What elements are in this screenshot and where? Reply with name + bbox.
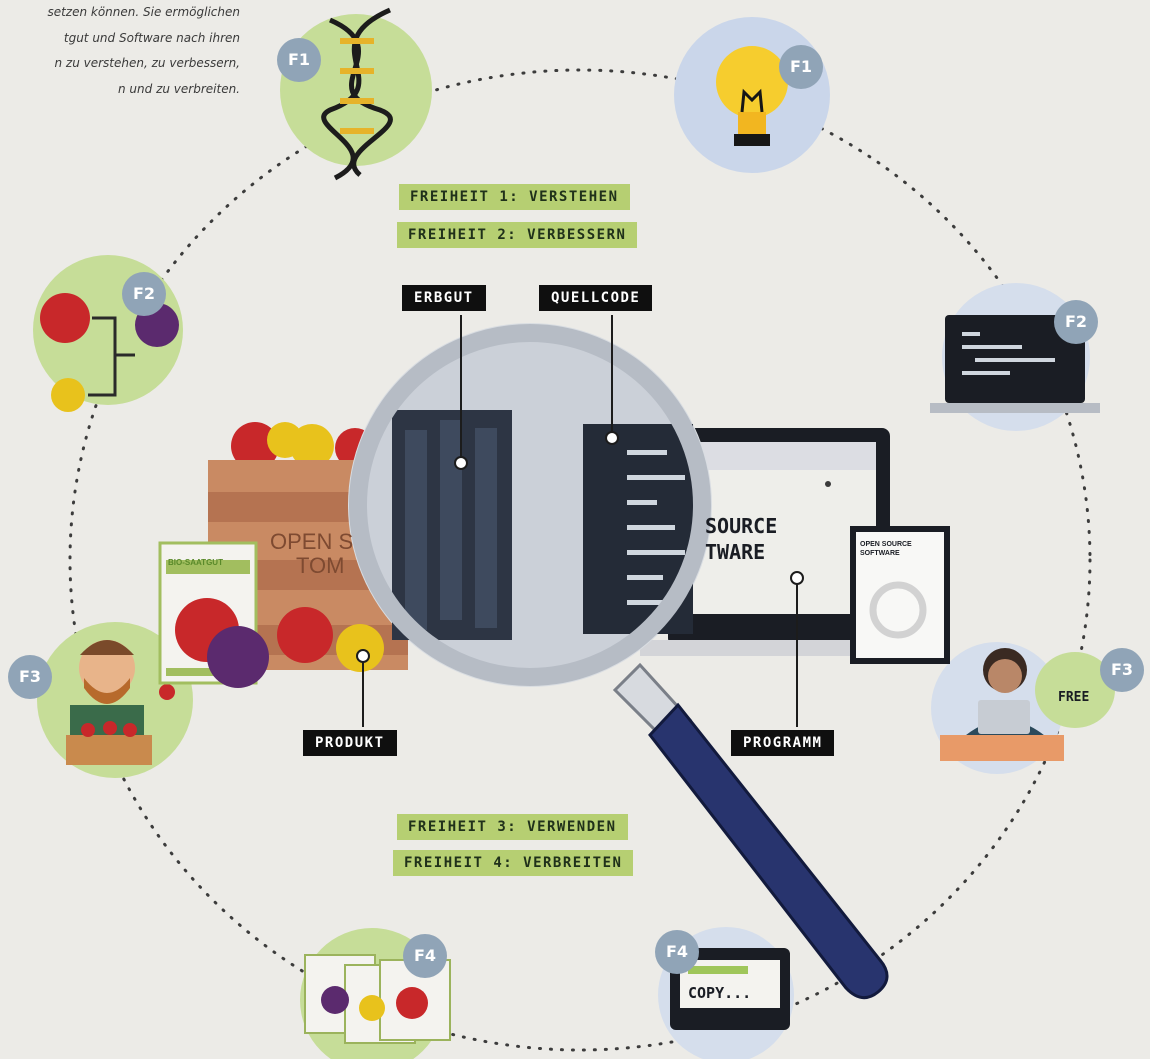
crate-text-line1: OPEN S [270, 529, 354, 554]
seed-pack-brand: BIO-SAATGUT [168, 558, 223, 567]
copy-computer-icon [658, 927, 794, 1059]
magnifier-handle [612, 662, 889, 1000]
freedom-2-label: FREIHEIT 2: VERBESSERN [397, 222, 638, 248]
screen-text-line1: SOURCE [705, 514, 778, 538]
book-title: OPEN SOURCE SOFTWARE [860, 540, 912, 558]
intro-line: tgut und Software nach ihren [63, 30, 240, 45]
screen-text: SOURCE TWARE [705, 513, 777, 565]
erbgut-marker [454, 456, 468, 470]
screen-text-line2: TWARE [705, 540, 766, 564]
intro-line: n zu verstehen, zu verbessern, [54, 56, 241, 70]
intro-line: n und zu verbreiten. [118, 81, 240, 96]
produkt-label: PRODUKT [303, 730, 397, 756]
download-free-icon [931, 642, 1115, 774]
produkt-marker [356, 649, 370, 663]
freedom-3-label: FREIHEIT 3: VERWENDEN [397, 814, 628, 840]
badge-f1-dna: F1 [277, 38, 321, 82]
programm-label: PROGRAMM [731, 730, 835, 756]
badge-f3-farmer: F3 [8, 655, 52, 699]
badge-f4-copy: F4 [655, 930, 699, 974]
quellcode-marker [605, 431, 619, 445]
badge-f3-free: F3 [1100, 648, 1144, 692]
erbgut-label: ERBGUT [402, 285, 486, 311]
dna-icon [280, 7, 432, 181]
book-image [850, 526, 950, 664]
intro-line: setzen können. Sie ermöglichen [47, 5, 240, 19]
quellcode-label: QUELLCODE [539, 285, 653, 311]
freedom-cycle-ring [68, 68, 1092, 1052]
crate-text: OPEN S TOM [270, 530, 353, 578]
laptop-code-icon [930, 283, 1100, 431]
badge-f2-laptop: F2 [1054, 300, 1098, 344]
badge-f1-bulb: F1 [779, 45, 823, 89]
book-title-line2: SOFTWARE [860, 550, 900, 557]
intro-text: setzen können. Sie ermöglichen tgut und … [0, 0, 240, 102]
freedom-1-label: FREIHEIT 1: VERSTEHEN [399, 184, 630, 210]
farmer-icon [37, 622, 193, 778]
freedom-4-label: FREIHEIT 4: VERBREITEN [393, 850, 634, 876]
crate-text-line2: TOM [296, 553, 345, 578]
tomato-purple [207, 626, 269, 688]
book-title-line1: OPEN SOURCE [860, 541, 912, 548]
magnifier-icon [348, 323, 712, 687]
laptop-image [640, 428, 910, 656]
programm-marker [790, 571, 804, 585]
tomato-yellow [336, 624, 384, 672]
badge-f4-seeds: F4 [403, 934, 447, 978]
badge-f2-tomato: F2 [122, 272, 166, 316]
lightbulb-icon [674, 17, 830, 173]
copy-text: COPY... [688, 984, 752, 1002]
free-tag: FREE [1058, 690, 1090, 705]
tomato-red [277, 607, 333, 663]
